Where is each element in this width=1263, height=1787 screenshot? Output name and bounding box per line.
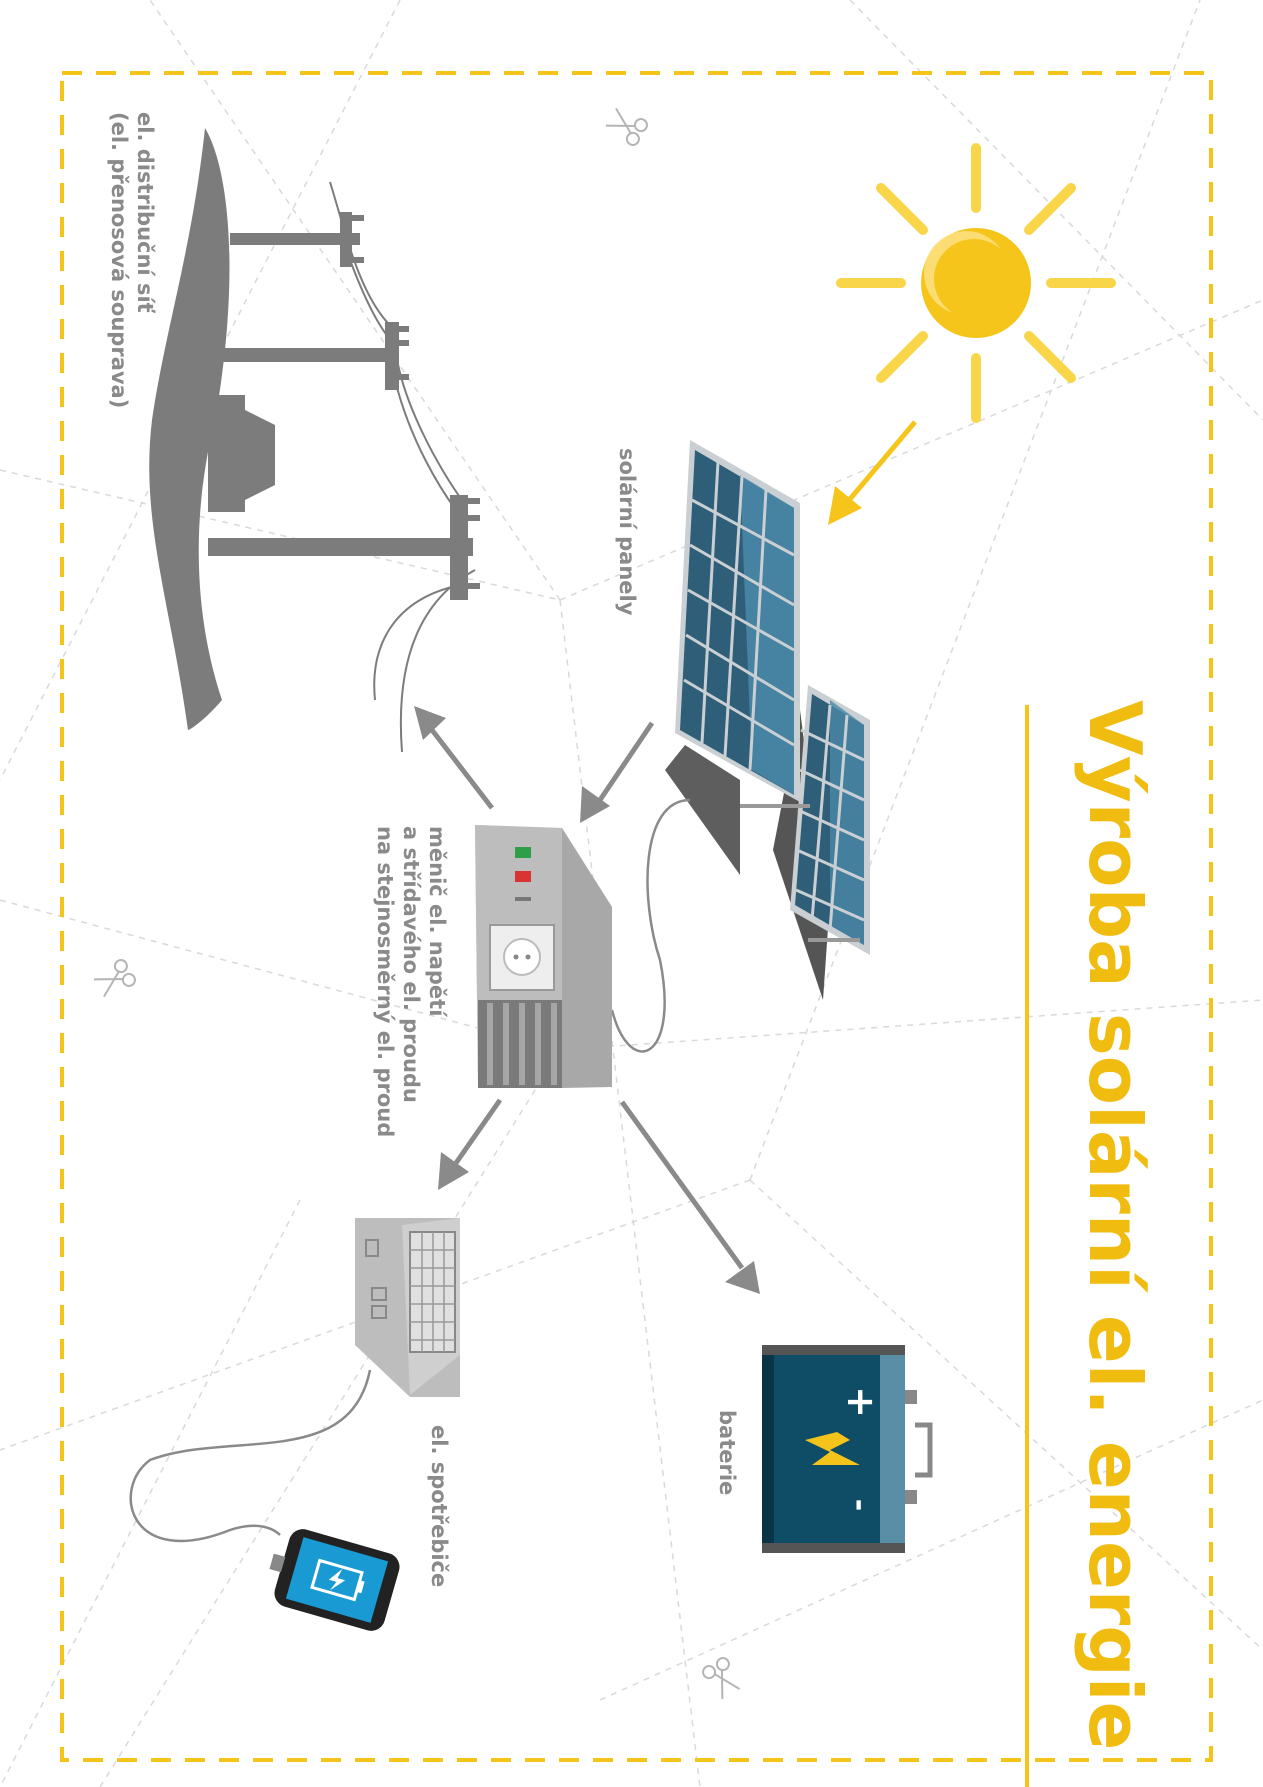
grid-label-line2: (el. přenosová souprava): [107, 112, 131, 408]
smartphone-icon: [269, 1529, 400, 1631]
arrow-inverter-to-battery: [619, 1100, 760, 1294]
sun-icon: [836, 143, 1116, 423]
scissors-icon: [93, 959, 136, 998]
power-grid-silhouette: [149, 128, 473, 730]
battery-minus-sign: -: [842, 1499, 877, 1511]
scissors-icon: [702, 1657, 741, 1700]
battery-icon: [762, 1345, 933, 1553]
cut-border: [60, 71, 1213, 1762]
page-title: Výroba solární el. energie: [1073, 700, 1157, 1750]
solar-panels-label: solární panely: [615, 448, 639, 616]
laptop-icon: [355, 1218, 460, 1397]
appliances-label: el. spotřebiče: [427, 1425, 451, 1587]
inverter-box: [475, 825, 612, 1088]
arrow-inverter-to-grid: [414, 706, 494, 810]
panel-cable: [610, 798, 691, 1053]
battery-plus-sign: +: [839, 1386, 883, 1418]
arrow-inverter-to-appliances: [438, 1098, 503, 1190]
grid-label-line1: el. distribuční síť: [133, 112, 157, 314]
power-lines: [329, 181, 476, 753]
arrow-panels-to-inverter: [580, 721, 655, 823]
battery-label: baterie: [715, 1410, 739, 1495]
sunlight-arrow: [828, 420, 917, 525]
inverter-label-line2: a střídavého el. proudu: [399, 826, 423, 1103]
scissors-icon: [605, 107, 648, 146]
inverter-label-line1: měnič el. napětí: [425, 826, 449, 1018]
solar-panels: [665, 440, 870, 1000]
charger-cable: [129, 1369, 372, 1543]
inverter-label-line3: na stejnosměrný el. proud: [373, 826, 397, 1137]
